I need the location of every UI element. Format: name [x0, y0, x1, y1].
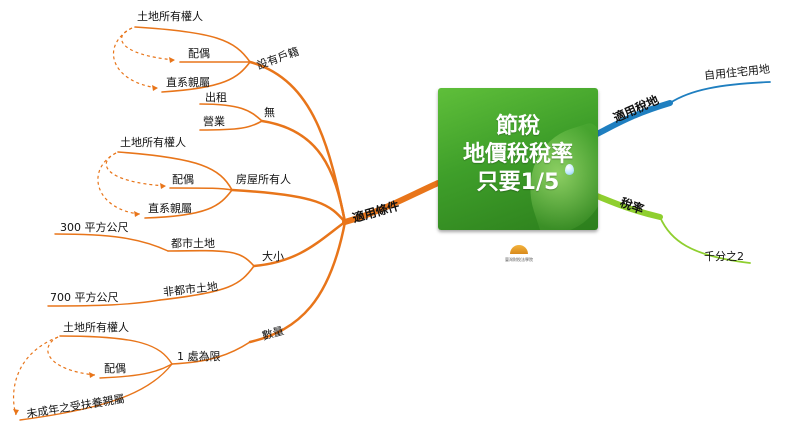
water-drop-icon — [565, 164, 574, 175]
arrowhead — [152, 85, 158, 91]
leaf-limit: 1 處為限 — [177, 350, 221, 363]
leaf-nonurban-value: 700 平方公尺 — [50, 291, 119, 304]
connector-business — [199, 120, 263, 131]
connector-hh-owner — [134, 26, 251, 63]
central-title-line1: 節稅 — [495, 114, 540, 139]
sun-logo-icon — [510, 245, 528, 254]
central-title-line3: 只要1/5 — [476, 170, 560, 195]
leaf-rate-value: 千分之2 — [704, 250, 744, 263]
arrowhead — [160, 183, 166, 189]
connector-ho-owner — [117, 151, 233, 191]
leaf-ho-spouse: 配偶 — [172, 173, 194, 186]
connector-conditions — [342, 180, 441, 225]
leaf-hh-owner: 土地所有權人 — [137, 10, 203, 23]
topic-size: 大小 — [262, 250, 284, 263]
leaf-hh-relatives: 直系親屬 — [166, 76, 210, 89]
connector-q-owner — [59, 335, 173, 365]
leaf-ho-relatives: 直系親屬 — [148, 202, 192, 215]
relation-ho-spouse — [105, 152, 167, 187]
arrowhead — [169, 57, 175, 63]
connector-ho-relatives — [144, 189, 233, 219]
connector-rent — [199, 103, 263, 122]
leaf-q-spouse: 配偶 — [104, 362, 126, 375]
leaf-hh-spouse: 配偶 — [188, 47, 210, 60]
connector-nonurban-value — [47, 299, 161, 307]
topic-none: 無 — [264, 106, 275, 119]
connector-quantity — [248, 220, 347, 344]
connector-house-owner — [230, 188, 347, 224]
central-title-line2: 地價稅稅率 — [462, 142, 573, 167]
connector-ho-spouse — [169, 187, 233, 191]
connector-nonurban — [159, 265, 255, 301]
connector-q-minor — [19, 363, 173, 421]
connector-urban-value — [54, 233, 169, 252]
connector-urban — [167, 249, 255, 267]
relation-ho-relatives — [97, 152, 141, 215]
connector-rate-value — [659, 216, 751, 264]
leaf-business: 營業 — [203, 115, 225, 128]
connector-none — [260, 119, 347, 224]
connector-rate — [594, 193, 663, 220]
relation-q-minor — [13, 336, 59, 416]
connector-limit — [171, 341, 251, 365]
connector-size — [252, 220, 347, 268]
logo-text: 臺灣財稅法學院 — [505, 257, 533, 262]
leaf-ho-owner: 土地所有權人 — [120, 136, 186, 149]
connector-hh-relatives — [161, 61, 251, 93]
topic-house-owner: 房屋所有人 — [236, 173, 291, 186]
leaf-urban-value: 300 平方公尺 — [60, 221, 129, 234]
leaf-q-owner: 土地所有權人 — [63, 321, 129, 334]
connector-land-use — [669, 81, 771, 104]
logo: 臺灣財稅法學院 — [499, 245, 539, 271]
arrowhead — [134, 211, 140, 217]
connector-land — [594, 100, 673, 137]
leaf-rent: 出租 — [205, 91, 227, 104]
connector-q-spouse — [99, 363, 173, 379]
leaf-urban: 都市土地 — [171, 237, 215, 250]
relation-hh-spouse — [121, 27, 176, 61]
central-topic: 節稅 地價稅稅率 只要1/5 — [438, 88, 598, 230]
relation-q-spouse — [47, 336, 96, 376]
relation-hh-relatives — [112, 27, 159, 89]
arrowhead — [89, 372, 95, 378]
arrowhead — [13, 409, 19, 415]
